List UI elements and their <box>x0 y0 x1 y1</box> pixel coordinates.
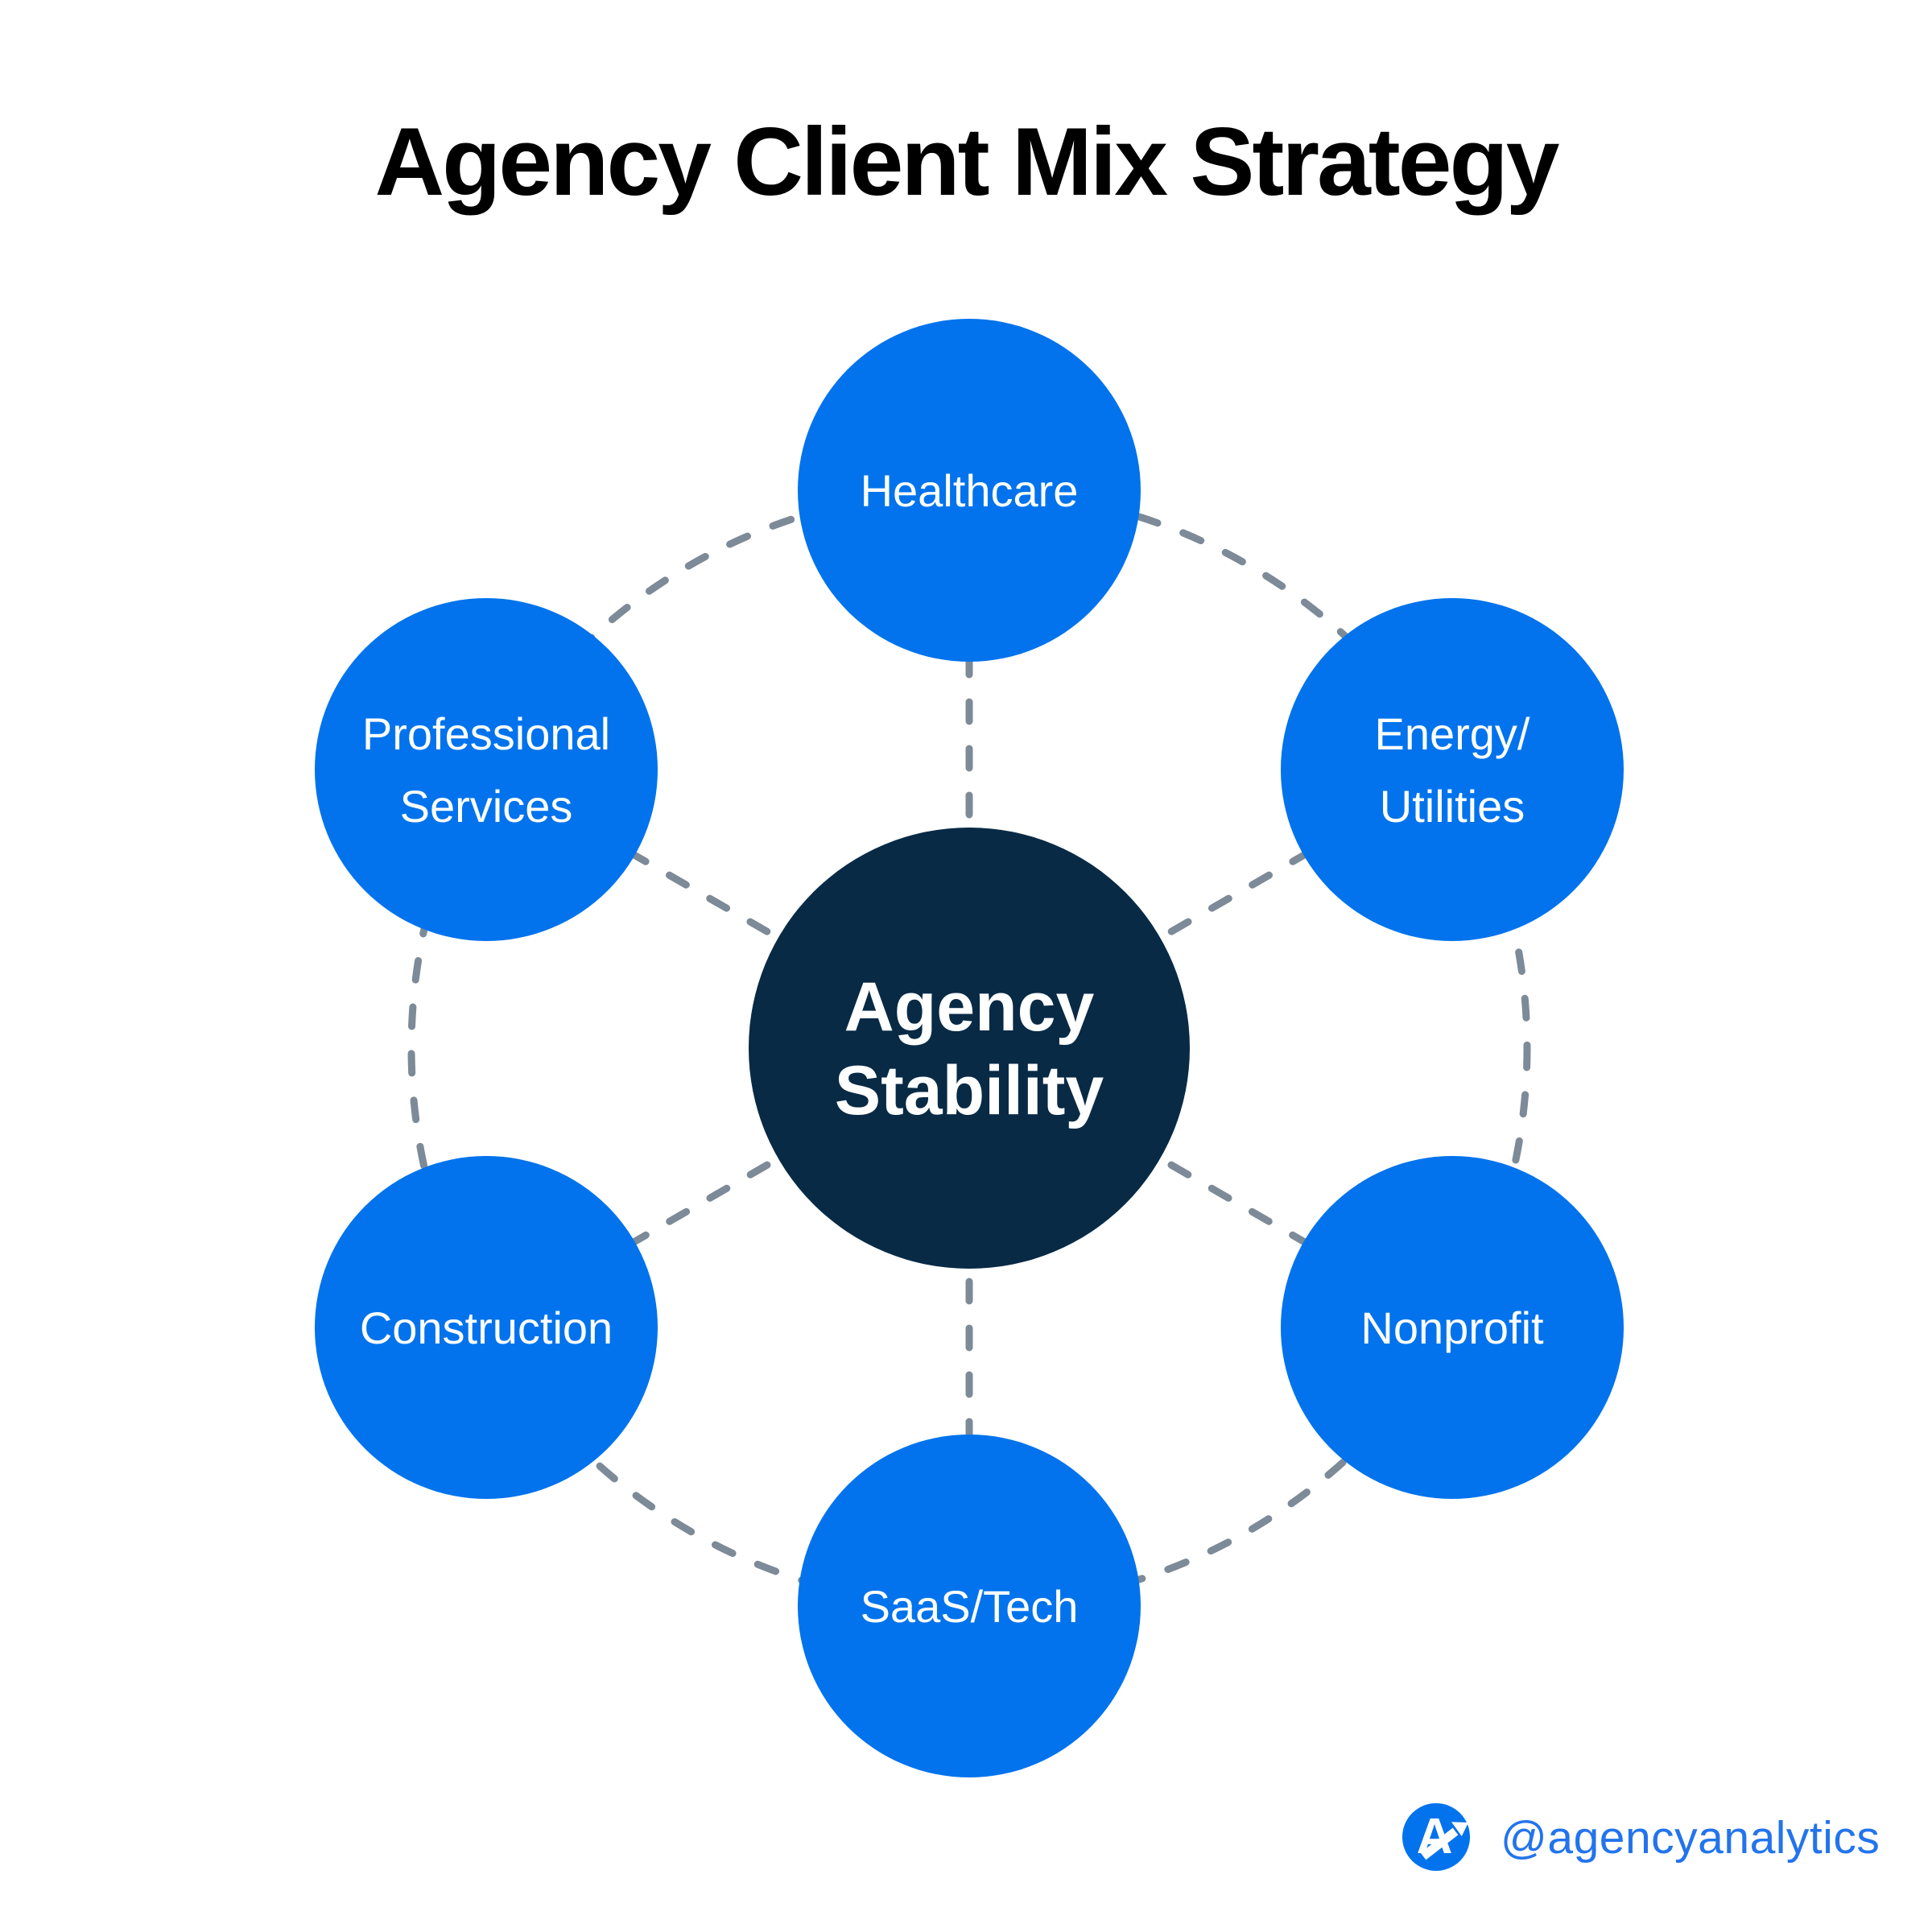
agencyanalytics-logo: A <box>1402 1803 1470 1871</box>
center-node: Agency Stability <box>749 828 1190 1269</box>
node-label-energy-utilities-line2: Utilities <box>1380 781 1525 832</box>
logo-circle <box>1402 1803 1470 1871</box>
node-label-professional-services-line2: Services <box>400 781 573 832</box>
node-label-healthcare: Healthcare <box>861 465 1079 516</box>
node-circle-professional-services <box>315 598 658 941</box>
node-saas-tech: SaaS/Tech <box>798 1435 1141 1777</box>
node-nonprofit: Nonprofit <box>1281 1156 1624 1499</box>
node-energy-utilities: Energy/ Utilities <box>1281 598 1624 941</box>
node-label-nonprofit: Nonprofit <box>1360 1302 1544 1353</box>
node-circle-energy-utilities <box>1281 598 1624 941</box>
center-node-circle <box>749 828 1190 1269</box>
node-healthcare: Healthcare <box>798 319 1141 662</box>
agencyanalytics-watermark: A @agencyanalytics <box>1402 1803 1880 1871</box>
logo-arrow-icon <box>1420 1822 1468 1860</box>
watermark-handle: @agencyanalytics <box>1501 1812 1880 1864</box>
node-label-construction: Construction <box>360 1302 613 1353</box>
node-circle-nonprofit <box>1281 1156 1624 1499</box>
page-title: Agency Client Mix Strategy <box>374 108 1559 216</box>
node-professional-services: Professional Services <box>315 598 658 941</box>
node-circle-saas-tech <box>798 1435 1141 1777</box>
node-label-saas-tech: SaaS/Tech <box>861 1581 1079 1632</box>
node-circle-healthcare <box>798 319 1141 662</box>
center-node-label-line2: Stability <box>835 1052 1104 1129</box>
node-circle-construction <box>315 1156 658 1499</box>
center-node-label-line1: Agency <box>844 968 1095 1046</box>
node-label-professional-services-line1: Professional <box>362 708 610 759</box>
node-construction: Construction <box>315 1156 658 1499</box>
node-label-energy-utilities-line1: Energy/ <box>1375 708 1530 759</box>
